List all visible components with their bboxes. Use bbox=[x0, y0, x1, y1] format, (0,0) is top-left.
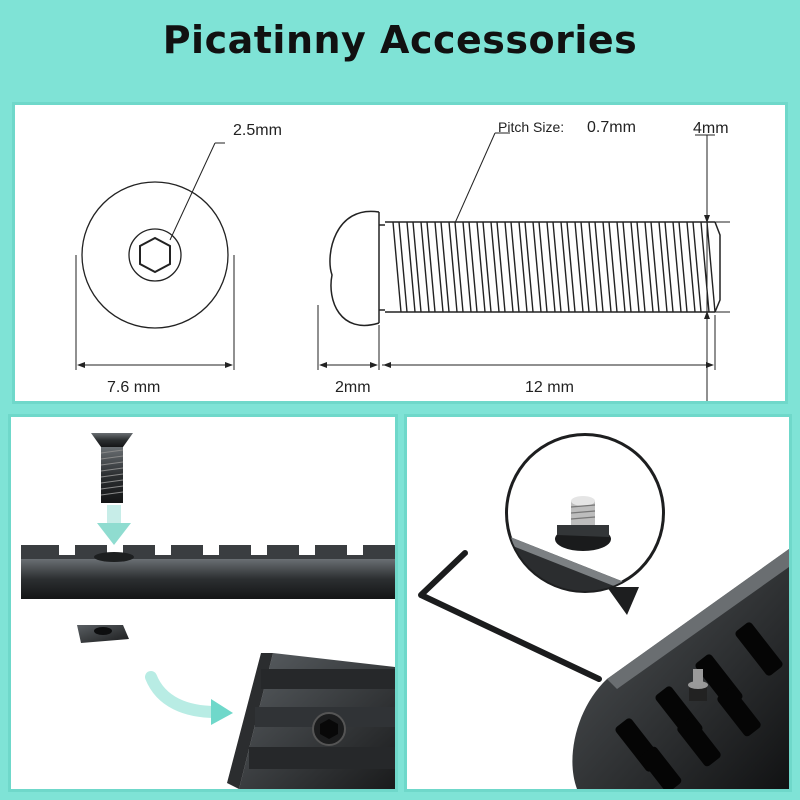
magnifier-detail bbox=[505, 433, 665, 615]
screw-icon bbox=[91, 433, 133, 503]
page-title: Picatinny Accessories bbox=[162, 18, 638, 62]
handguard-panel bbox=[404, 414, 792, 792]
screw-diagram: 2.5mm 7.6 mm Pitch Size: 0.7mm 4mm 2mm 1… bbox=[75, 119, 730, 405]
pitch-size-label: Pitch Size: bbox=[498, 119, 564, 135]
rail-segment bbox=[227, 653, 395, 789]
thread-diameter-label: 4mm bbox=[693, 120, 729, 137]
pitch-value-label: 0.7mm bbox=[587, 119, 636, 136]
hex-size-label: 2.5mm bbox=[233, 122, 282, 139]
head-height-label: 2mm bbox=[335, 379, 371, 396]
screw-head-top-view bbox=[81, 181, 229, 329]
rail-install-panel bbox=[8, 414, 398, 792]
dimension-diagram-panel: 2.5mm 7.6 mm Pitch Size: 0.7mm 4mm 2mm 1… bbox=[12, 102, 788, 405]
head-diameter-label: 7.6 mm bbox=[107, 379, 160, 396]
handguard-illustration bbox=[418, 433, 789, 789]
mlok-handguard bbox=[572, 549, 789, 789]
screw-side-view bbox=[329, 210, 721, 326]
thread-length-label: 12 mm bbox=[525, 379, 574, 396]
arrow-down-icon bbox=[97, 505, 131, 545]
rail-install-illustration bbox=[21, 433, 395, 789]
picatinny-rail bbox=[21, 545, 395, 599]
t-nut-icon bbox=[77, 625, 129, 643]
allen-key-icon bbox=[418, 550, 602, 682]
curved-arrow-icon bbox=[145, 671, 233, 725]
